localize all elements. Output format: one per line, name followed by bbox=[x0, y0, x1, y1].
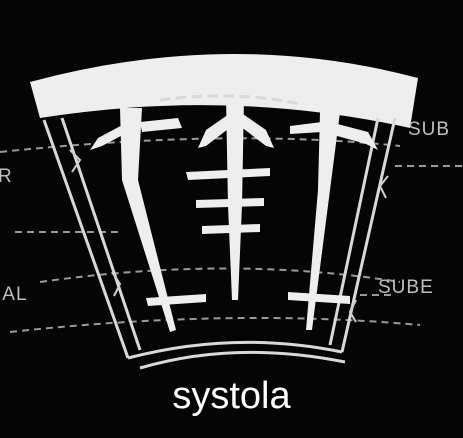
upper-boundary-line bbox=[0, 137, 401, 153]
left-artery-branch-outer bbox=[90, 122, 132, 150]
central-cross-branch-3 bbox=[202, 224, 260, 234]
left-upper-bracket bbox=[69, 149, 82, 173]
central-cross-branch-2 bbox=[196, 198, 264, 208]
right-subendocardial-label: SUBE bbox=[378, 277, 434, 298]
left-layer-label: R bbox=[0, 166, 13, 187]
endocardial-line bbox=[127, 340, 343, 360]
endocardial-inner-line bbox=[139, 350, 346, 370]
central-cross-branch-1 bbox=[186, 168, 270, 180]
left-lower-bracket bbox=[111, 271, 122, 297]
right-outer-wall-line bbox=[340, 117, 397, 353]
lower-boundary-line bbox=[9, 316, 421, 333]
wall-brackets bbox=[69, 149, 389, 323]
epicardial-surface bbox=[30, 53, 418, 128]
left-outer-wall-line bbox=[42, 119, 130, 359]
central-branch-right bbox=[240, 112, 274, 148]
left-artery-branch-inner bbox=[140, 118, 182, 132]
central-branch-left bbox=[198, 112, 232, 148]
left-penetrating-artery bbox=[120, 108, 176, 332]
left-middle-layer-label: IAL bbox=[0, 284, 28, 305]
right-subepicardial-label: SUB bbox=[408, 119, 451, 140]
right-penetrating-artery bbox=[306, 112, 340, 330]
right-artery-branch-outer bbox=[330, 122, 378, 150]
coronary-vessels bbox=[90, 98, 378, 332]
right-upper-bracket bbox=[378, 175, 389, 199]
subepicardial-line bbox=[159, 94, 301, 106]
right-lower-bracket bbox=[348, 299, 357, 323]
left-subendocardial-branch bbox=[146, 294, 206, 306]
phase-caption: systola bbox=[172, 375, 291, 417]
right-subendocardial-branch bbox=[288, 292, 350, 304]
right-artery-branch-inner bbox=[290, 122, 322, 134]
right-inner-wall-line bbox=[328, 117, 380, 346]
middle-boundary-line bbox=[39, 267, 401, 283]
left-inner-wall-line bbox=[60, 117, 142, 351]
